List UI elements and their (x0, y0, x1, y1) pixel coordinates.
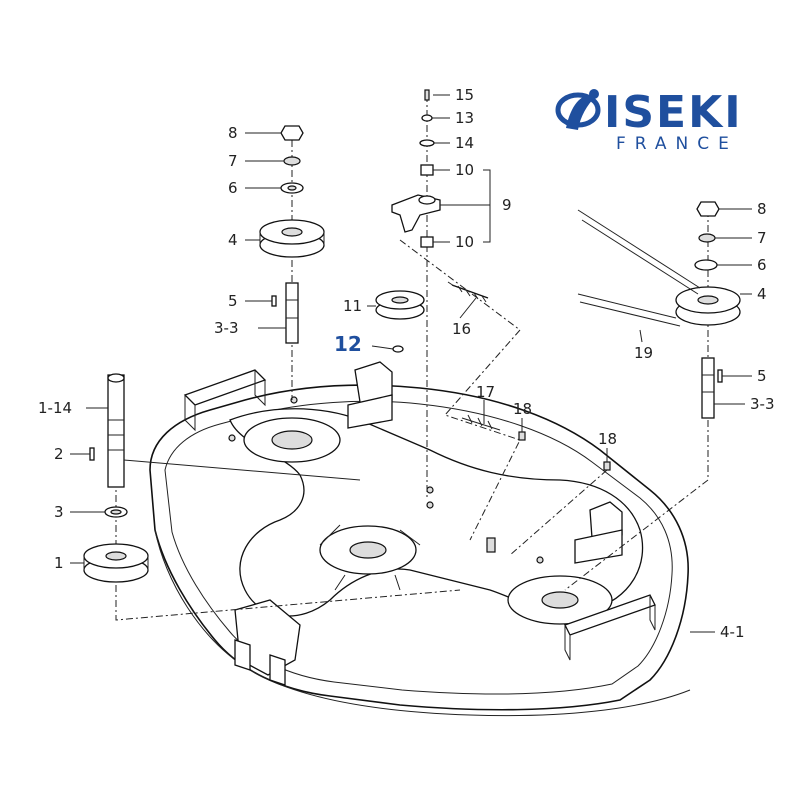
callout-label: 3 (54, 503, 64, 521)
nut-icon (696, 201, 720, 217)
iseki-logo: ISEKI FRANCE (555, 87, 743, 154)
callout-label: 2 (54, 445, 64, 463)
callout-label: 6 (757, 256, 767, 274)
pulley-icon (259, 219, 325, 258)
mower-deck (149, 361, 691, 717)
callout-label: 9 (502, 196, 512, 214)
pulley-icon (83, 543, 149, 583)
callout-label: 1-14 (38, 399, 72, 417)
idler-pulley-icon (375, 290, 425, 320)
callout-label: 5 (757, 367, 767, 385)
callout-label: 1 (54, 554, 64, 572)
callout-label: 3-3 (214, 319, 239, 337)
nut-icon (280, 125, 304, 141)
logo-brand: ISEKI (604, 87, 743, 138)
callout-label: 11 (343, 297, 362, 315)
callout-label: 3-3 (750, 395, 775, 413)
callout-label: 18 (513, 400, 532, 418)
center-idler-assembly (375, 89, 611, 556)
callout-label: 4-1 (720, 623, 745, 641)
callout-label: 19 (634, 344, 653, 362)
callout-label: 7 (228, 152, 238, 170)
callout-label: 4 (757, 285, 767, 303)
callout-label: 7 (757, 229, 767, 247)
leader-lines (70, 94, 752, 633)
pulley-icon (675, 286, 741, 326)
left-spindle-assembly (259, 125, 325, 400)
logo-subtitle: FRANCE (616, 134, 738, 154)
callout-label: 18 (598, 430, 617, 448)
callout-label: 10 (455, 161, 474, 179)
callout-label: 10 (455, 233, 474, 251)
callout-labels: 8 7 6 4 5 3-3 1-14 2 3 1 15 13 14 10 9 1… (38, 86, 775, 641)
right-spindle-assembly (564, 201, 741, 591)
callout-label-highlighted: 12 (334, 332, 362, 356)
callout-label: 14 (455, 134, 474, 152)
callout-label: 17 (476, 383, 495, 401)
callout-label: 6 (228, 179, 238, 197)
iseki-emblem-icon (555, 89, 601, 130)
callout-label: 4 (228, 231, 238, 249)
callout-label: 5 (228, 292, 238, 310)
callout-label: 8 (228, 124, 238, 142)
callout-label: 16 (452, 320, 471, 338)
callout-label: 13 (455, 109, 474, 127)
callout-label: 15 (455, 86, 474, 104)
callout-label: 8 (757, 200, 767, 218)
